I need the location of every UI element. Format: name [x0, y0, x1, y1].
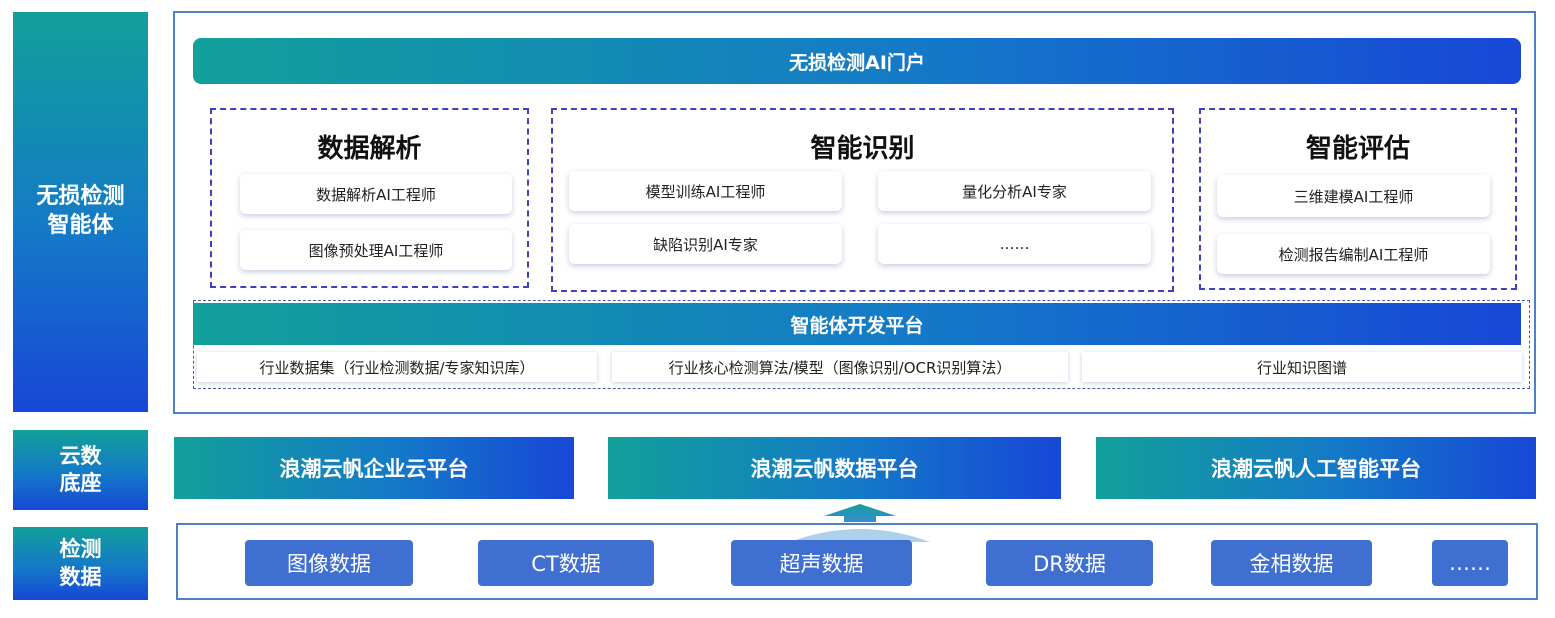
cloud-data-platform: 浪潮云帆数据平台	[608, 437, 1061, 499]
cloud-enterprise-platform: 浪潮云帆企业云平台	[174, 437, 574, 499]
group-title-evaluation: 智能评估	[1305, 134, 1410, 164]
data-chip-ct: CT数据	[478, 540, 654, 586]
agent-card: 检测报告编制AI工程师	[1217, 234, 1490, 274]
agent-card: ……	[878, 224, 1151, 264]
agent-frame	[173, 11, 1536, 414]
group-smart-recognition	[551, 108, 1174, 292]
group-title-recognition: 智能识别	[810, 134, 915, 164]
portal-bar: 无损检测AI门户	[193, 38, 1521, 84]
data-frame	[176, 523, 1538, 600]
agent-card: 三维建模AI工程师	[1217, 175, 1490, 217]
agent-card: 数据解析AI工程师	[240, 174, 512, 214]
group-data-parsing	[210, 108, 529, 288]
data-chip-more: ……	[1432, 540, 1508, 586]
data-chip-image: 图像数据	[245, 540, 413, 586]
dev-item-algorithm: 行业核心检测算法/模型（图像识别/OCR识别算法）	[612, 352, 1068, 382]
cloud-ai-platform: 浪潮云帆人工智能平台	[1096, 437, 1536, 499]
group-title-parsing: 数据解析	[317, 134, 422, 164]
data-chip-dr: DR数据	[986, 540, 1153, 586]
agent-card: 缺陷识别AI专家	[569, 224, 842, 264]
group-smart-evaluation	[1199, 108, 1517, 290]
dev-item-knowledge-graph: 行业知识图谱	[1082, 352, 1522, 382]
data-chip-metallographic: 金相数据	[1211, 540, 1372, 586]
side-label-agent: 无损检测 智能体	[13, 12, 148, 412]
dev-item-dataset: 行业数据集（行业检测数据/专家知识库）	[197, 352, 597, 382]
agent-card: 量化分析AI专家	[878, 171, 1151, 211]
up-arrow-icon	[790, 504, 930, 542]
data-chip-ultrasound: 超声数据	[731, 540, 912, 586]
side-label-cloud-base: 云数 底座	[13, 430, 148, 510]
agent-card: 图像预处理AI工程师	[240, 230, 512, 270]
dev-platform-bar: 智能体开发平台	[193, 303, 1521, 345]
agent-card: 模型训练AI工程师	[569, 171, 842, 211]
side-label-inspection-data: 检测 数据	[13, 527, 148, 600]
